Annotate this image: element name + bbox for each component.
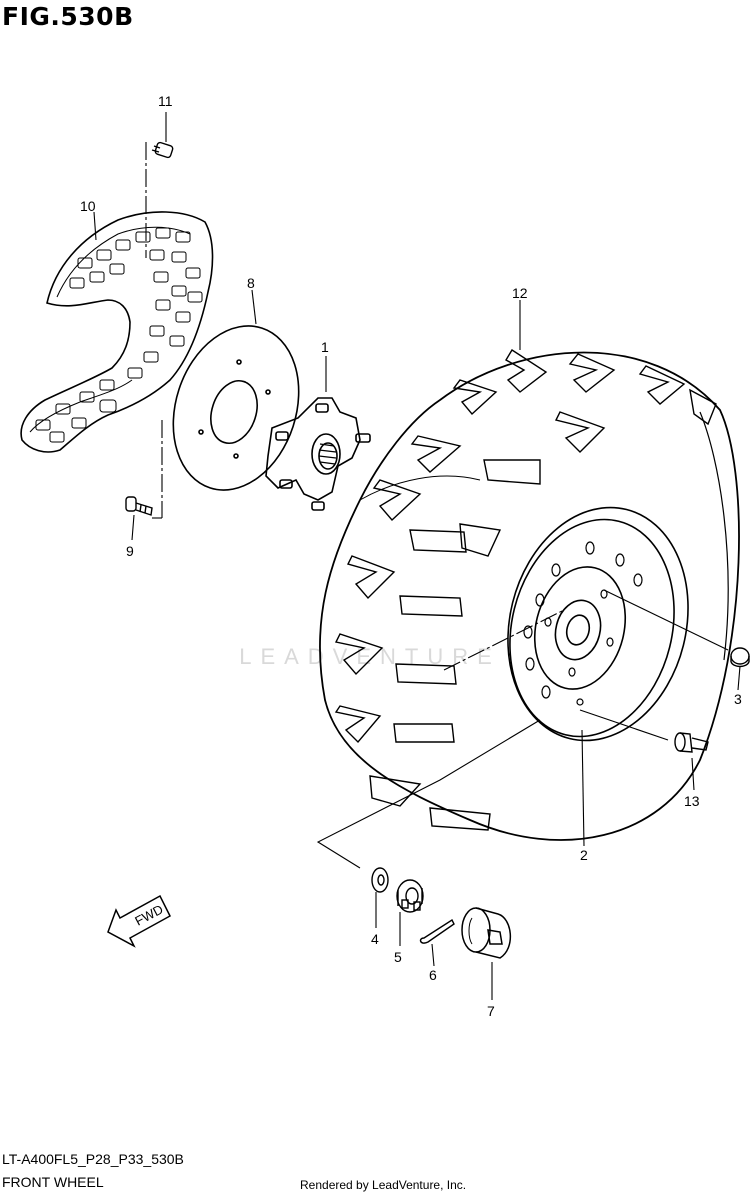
wheel-nut — [730, 647, 750, 668]
castle-nut — [396, 879, 424, 913]
wheel-rim — [507, 506, 689, 742]
callout-4: 4 — [371, 931, 379, 947]
tire — [319, 349, 740, 841]
callout-1: 1 — [321, 339, 329, 355]
hub-cap — [461, 907, 511, 959]
callout-7: 7 — [487, 1003, 495, 1019]
callout-10: 10 — [80, 198, 96, 214]
guard-bolt — [151, 141, 174, 159]
watermark: LEADVENTURE — [239, 644, 501, 669]
forward-arrow-label: FWD — [132, 902, 165, 929]
figure-title: FIG.530B — [2, 2, 134, 31]
brake-disc — [172, 325, 300, 491]
hub — [265, 397, 371, 511]
callout-2: 2 — [580, 847, 588, 863]
callout-5: 5 — [394, 949, 402, 965]
page-caption: FRONT WHEEL — [2, 1174, 104, 1190]
forward-direction-arrow: FWD — [107, 894, 171, 948]
callout-6: 6 — [429, 967, 437, 983]
model-code: LT-A400FL5_P28_P33_530B — [2, 1151, 184, 1167]
callout-11: 11 — [158, 93, 173, 109]
air-valve — [674, 732, 709, 753]
leader-lines — [93, 112, 741, 1000]
callout-8: 8 — [247, 275, 255, 291]
callout-3: 3 — [734, 691, 742, 707]
callout-9: 9 — [126, 543, 134, 559]
guard-mount-axis — [145, 142, 163, 519]
disc-bolt — [125, 496, 153, 516]
callout-12: 12 — [512, 285, 528, 301]
washer — [371, 867, 389, 893]
cotter-pin — [419, 918, 455, 944]
callout-13: 13 — [684, 793, 700, 809]
disc-guard — [20, 211, 214, 453]
render-credit: Rendered by LeadVenture, Inc. — [300, 1178, 467, 1192]
